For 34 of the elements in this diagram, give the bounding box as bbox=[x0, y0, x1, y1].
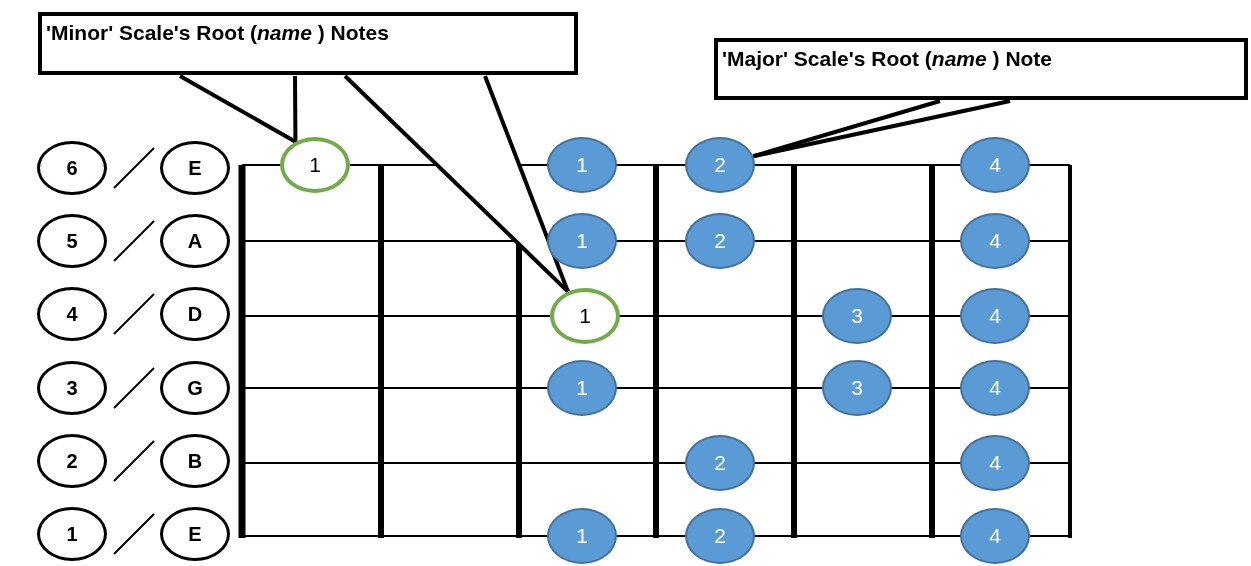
string-label-circle: 6 bbox=[37, 141, 107, 195]
note-dot: 2 bbox=[685, 213, 755, 269]
note-dot: 4 bbox=[960, 360, 1030, 416]
string-label-circle: A bbox=[160, 214, 230, 268]
note-dot: 2 bbox=[685, 435, 755, 491]
callout-tail bbox=[752, 99, 941, 159]
string-label-circle: E bbox=[160, 141, 230, 195]
root-note-circle: 1 bbox=[550, 288, 620, 344]
note-dot: 4 bbox=[960, 213, 1030, 269]
note-dot: 4 bbox=[960, 435, 1030, 491]
callout-box: 'Major' Scale's Root (name ) Note bbox=[714, 38, 1248, 100]
string-label-circle: B bbox=[160, 434, 230, 488]
string-label-circle: 4 bbox=[37, 287, 107, 341]
string-label-circle: 5 bbox=[37, 214, 107, 268]
note-dot: 1 bbox=[547, 137, 617, 193]
note-dot: 3 bbox=[822, 288, 892, 344]
note-dot: 1 bbox=[547, 360, 617, 416]
note-dot: 1 bbox=[547, 508, 617, 564]
string-label-circle: E bbox=[160, 507, 230, 561]
string-label-circle: 3 bbox=[37, 361, 107, 415]
note-dot: 4 bbox=[960, 137, 1030, 193]
string-label-circle: D bbox=[160, 287, 230, 341]
note-dot: 4 bbox=[960, 288, 1030, 344]
callout-tail bbox=[179, 74, 297, 144]
string-label-circle: G bbox=[160, 361, 230, 415]
note-dot: 4 bbox=[960, 508, 1030, 564]
root-note-circle: 1 bbox=[280, 137, 350, 193]
string-label-circle: 2 bbox=[37, 434, 107, 488]
string-label-circle: 1 bbox=[37, 507, 107, 561]
note-dot: 1 bbox=[547, 213, 617, 269]
note-dot: 2 bbox=[685, 137, 755, 193]
note-dot: 2 bbox=[685, 508, 755, 564]
note-dot: 3 bbox=[822, 360, 892, 416]
callout-box: 'Minor' Scale's Root (name ) Notes bbox=[38, 12, 578, 75]
